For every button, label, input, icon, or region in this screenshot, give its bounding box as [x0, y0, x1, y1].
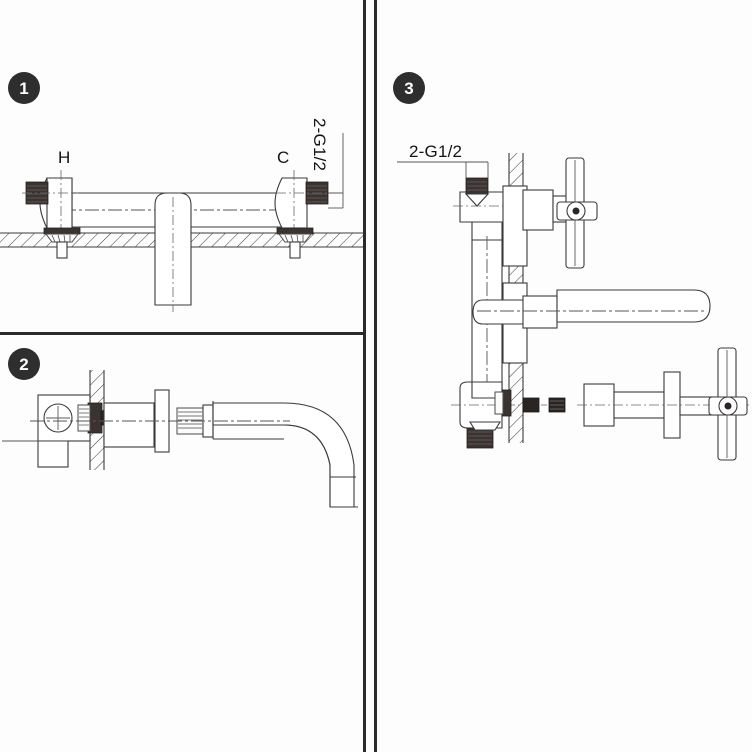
hot-valve-body [22, 170, 81, 259]
thread-size-label-2g12-panel3: 2-G1/2 [409, 142, 463, 161]
panel-3: 3 2-G1/2 [377, 0, 752, 752]
center-outlet-tee [154, 192, 192, 312]
panel-1-badge-number: 1 [19, 78, 29, 98]
hot-inlet-label: H [58, 148, 71, 167]
cold-valve-body [274, 170, 334, 259]
panel-1-drawing [0, 133, 363, 312]
middle-spout-assembly [472, 282, 711, 364]
panel-1-badge: 1 [8, 72, 40, 104]
upper-valve-body [453, 177, 537, 241]
thread-dimension-leader [397, 161, 489, 178]
panel-3-drawing [397, 153, 749, 461]
panel-2-badge: 2 [8, 348, 40, 380]
lower-cross-handle [708, 347, 748, 461]
panel-3-badge: 3 [393, 72, 425, 104]
cold-inlet-label: C [277, 148, 290, 167]
panel-3-badge-number: 3 [404, 78, 414, 98]
panel-divider-vertical-inner [363, 0, 366, 752]
panel-2-drawing [2, 370, 358, 508]
wall-tube [103, 402, 155, 448]
panel-1: 1 H C 2-G1/2 [0, 0, 363, 332]
lower-valve-body [451, 381, 547, 449]
thread-dimension-leader [328, 133, 344, 209]
panel-2-badge-number: 2 [19, 354, 29, 374]
panel-divider-vertical-outer [374, 0, 377, 752]
panel-2: 2 G1/2 [0, 335, 363, 752]
curved-spout [30, 401, 358, 508]
upper-cross-handle [556, 157, 598, 269]
exploded-cartridge-parts [548, 371, 749, 439]
panel-divider-horizontal [0, 332, 366, 335]
